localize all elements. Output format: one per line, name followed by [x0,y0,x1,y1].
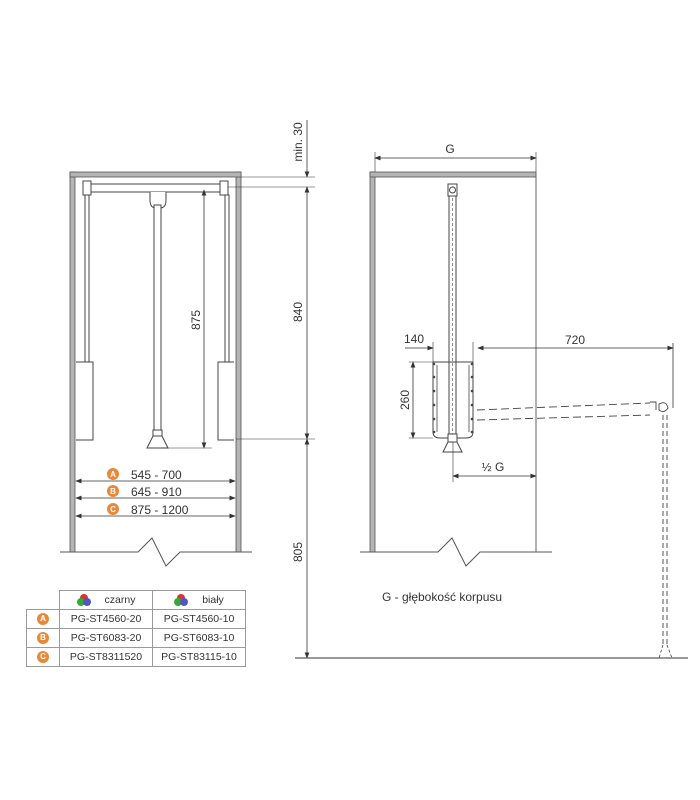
code-czarny: PG-ST4560-20 [59,609,153,629]
floor-height-label: 805 [291,542,305,562]
hanger-height-label: 260 [398,390,412,410]
svg-text:A: A [110,470,116,479]
reach-label: 720 [565,333,585,347]
floor-break-line [60,537,252,567]
badge-C-icon [107,503,119,515]
side-view: G 14 [360,142,674,659]
table-row: A PG-ST4560-20 PG-ST4560-10 [26,609,246,629]
badge-B-icon [107,485,119,497]
table-row: C PG-ST8311520 PG-ST83115-10 [26,647,246,667]
code-czarny: PG-ST8311520 [59,647,153,667]
badge-A-icon [107,468,119,480]
badge-C-icon: C [37,651,49,664]
cabinet-top-panel [69,171,242,178]
code-bialy: PG-ST4560-10 [152,609,246,629]
color-dots-icon [76,594,91,607]
depth-legend: G - głębokość korpusu [382,590,503,604]
cabinet-left-panel [69,171,76,553]
svg-text:C: C [110,505,116,514]
color-dots-icon [174,594,189,607]
width-range-C: C 875 - 1200 [75,503,236,519]
width-range-label: 875 - 1200 [131,503,189,517]
width-range-A: A 545 - 700 [75,468,236,484]
header-czarny: czarny [59,590,153,610]
cabinet-right-panel [235,171,242,553]
extended-arm-dashed [476,402,668,645]
cabinet-back-panel [369,171,376,553]
drop-height-label: 875 [189,310,203,330]
half-depth-label: ½ G [482,460,505,474]
front-view: 875 min. 30 840 805 A 545 - 700 B 645 - … [60,120,315,659]
cabinet-top-panel [369,171,537,178]
hanger-dots [432,362,474,434]
product-code-table: czarny biały A PG-ST4560-20 PG-ST4560-10… [26,590,246,667]
depth-label: G [445,142,454,156]
badge-A-icon: A [37,613,49,626]
width-range-label: 645 - 910 [131,485,182,499]
width-range-B: B 645 - 910 [75,485,236,501]
wardrobe-lift-front [76,180,234,449]
pivot-icon [650,401,669,413]
table-row: B PG-ST6083-20 PG-ST6083-10 [26,628,246,648]
code-bialy: PG-ST83115-10 [152,647,246,667]
svg-text:B: B [110,487,116,496]
wardrobe-lift-side [432,183,474,453]
code-czarny: PG-ST6083-20 [59,628,153,648]
code-bialy: PG-ST6083-10 [152,628,246,648]
table-header-row: czarny biały [26,590,246,610]
floor-break-line [360,537,552,567]
lift-height-label: 840 [291,302,305,322]
min-clearance-label: min. 30 [291,122,305,162]
header-bialy: biały [152,590,246,610]
badge-B-icon: B [37,632,49,645]
hanger-width-label: 140 [404,332,424,346]
width-range-label: 545 - 700 [131,468,182,482]
